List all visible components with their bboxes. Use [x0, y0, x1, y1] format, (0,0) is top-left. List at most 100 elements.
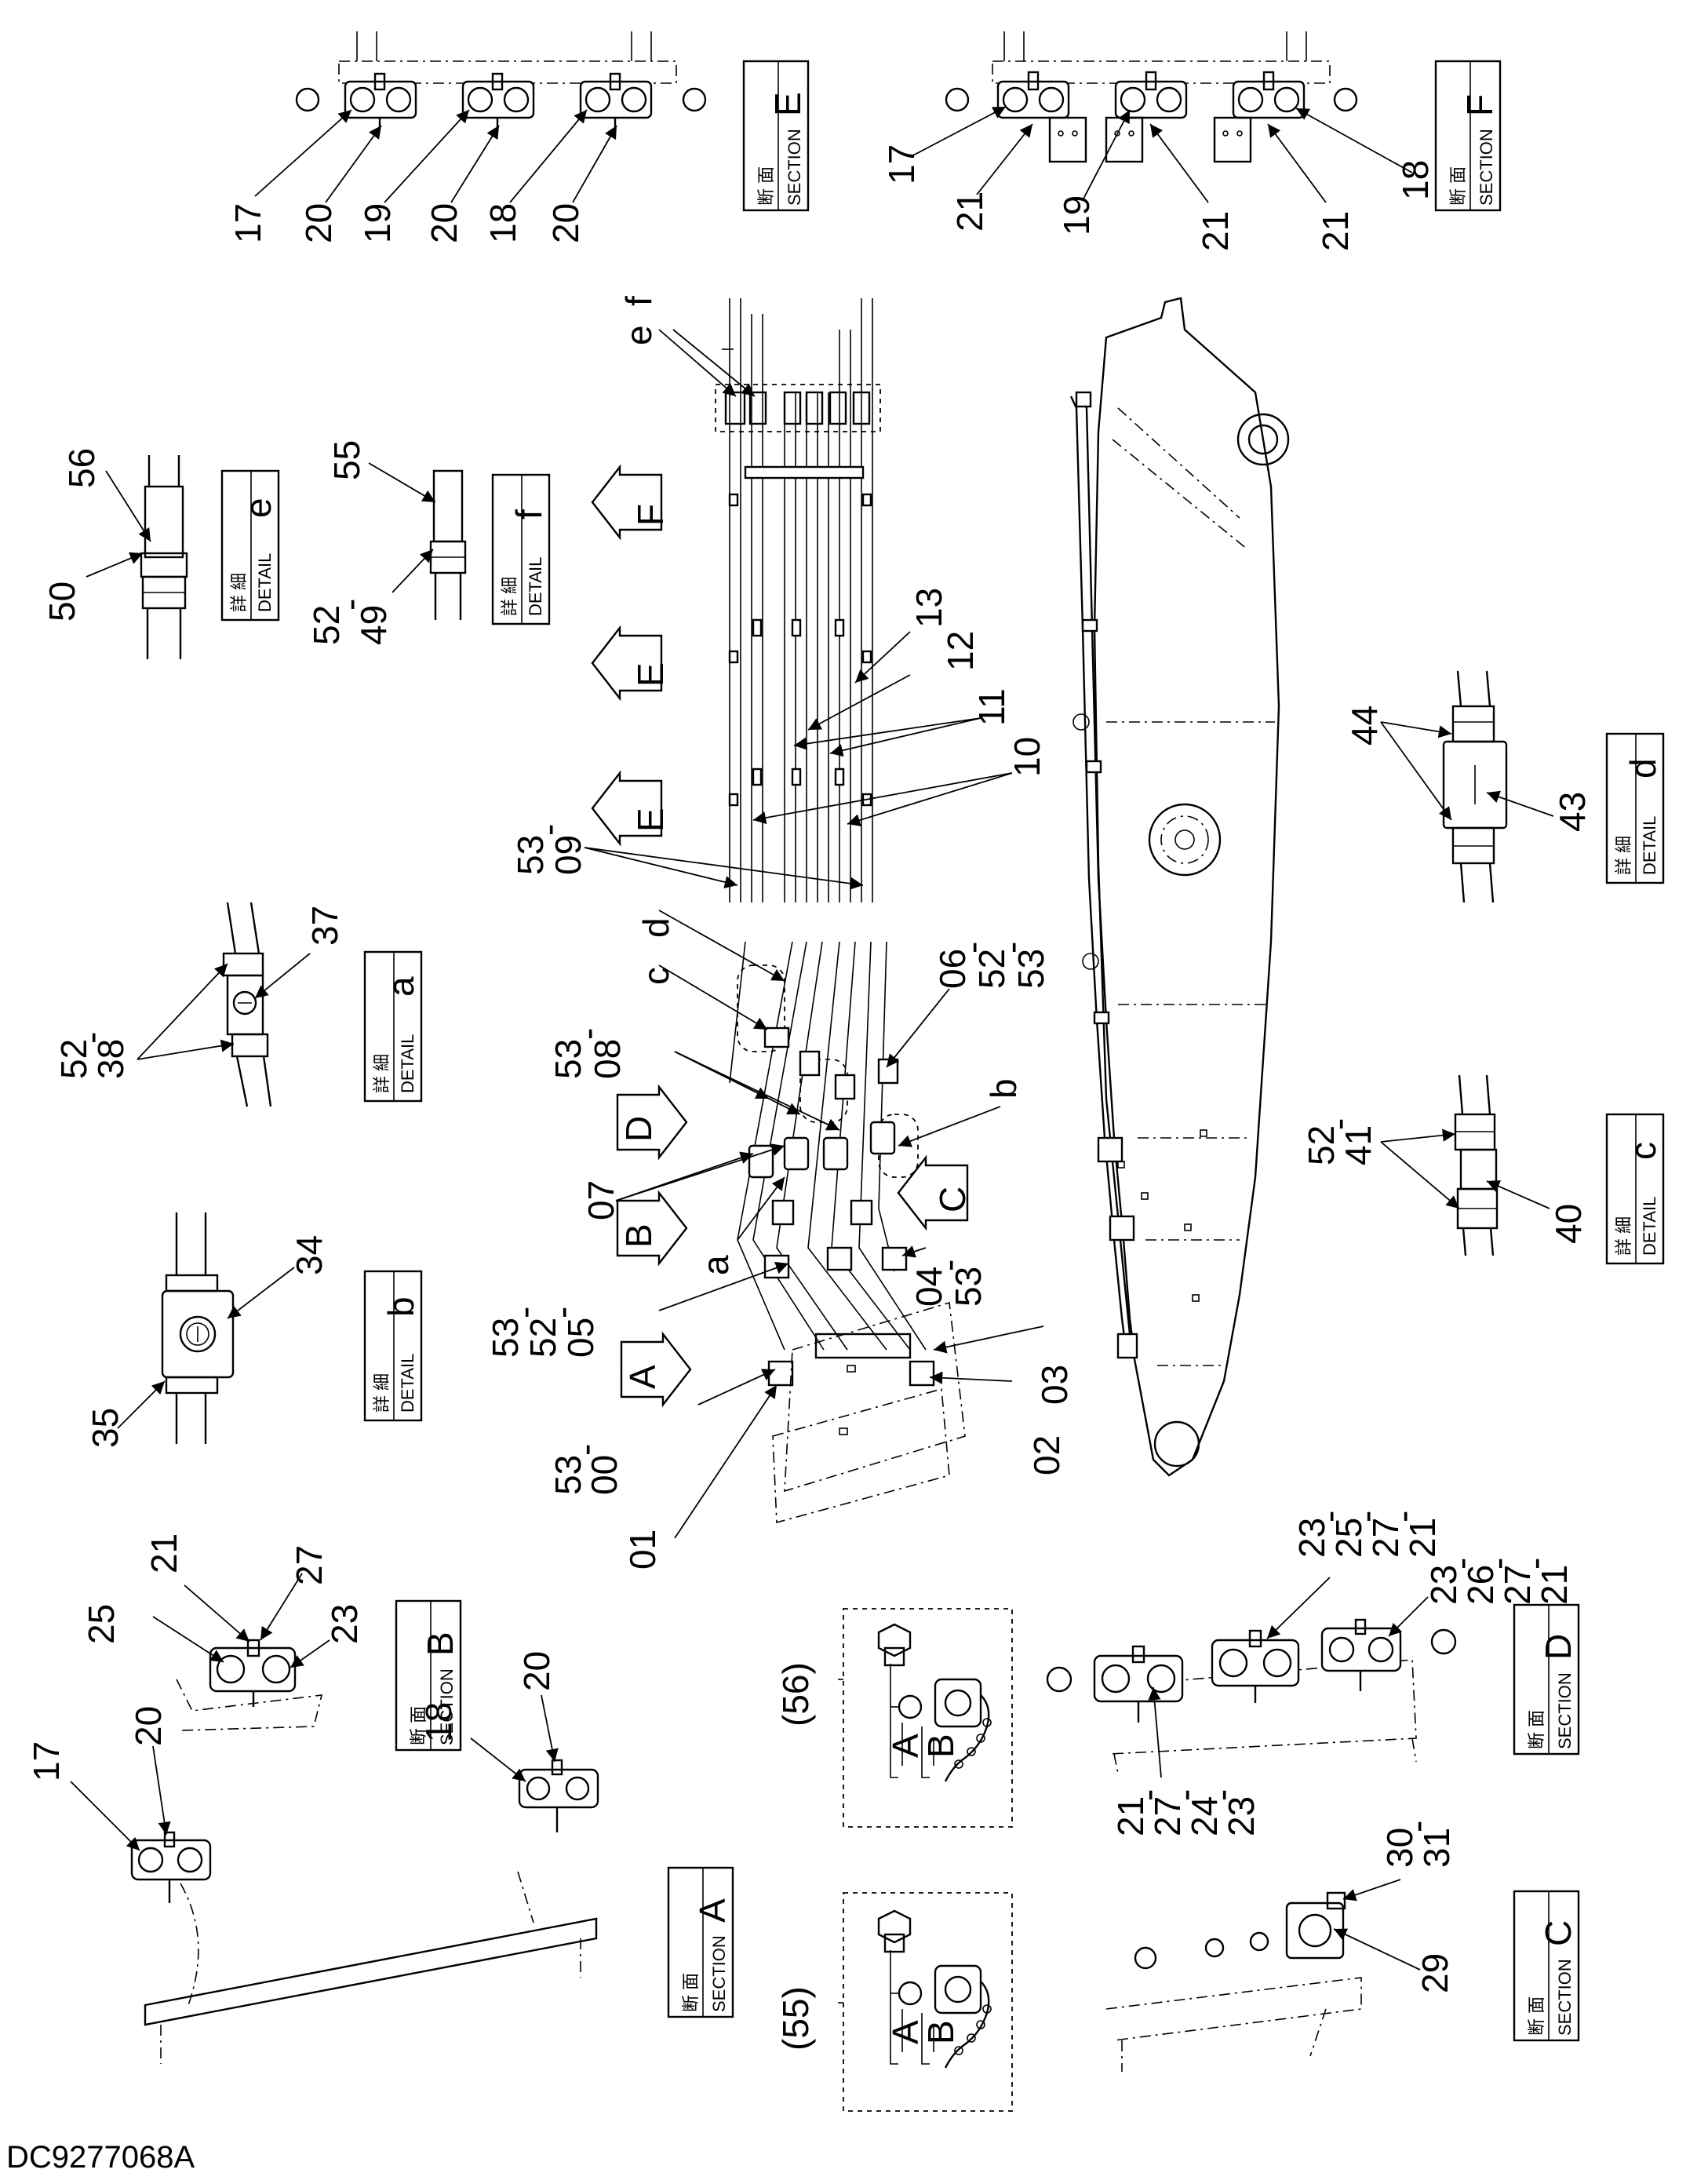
callout-main-03: 03 [1034, 1365, 1075, 1405]
section-f-jp: 断 面 [1448, 166, 1468, 206]
callout-d-group3-d3: - [1201, 1789, 1242, 1801]
callout-b-21: 21 [144, 1533, 184, 1573]
section-c-view: 30 - 31 29 C 断 面 SECTION [1105, 1821, 1580, 2072]
section-f-letter: F [1459, 94, 1500, 116]
callout-main-53-00-d: - [565, 1444, 606, 1456]
section-b-jp: 断 面 [409, 1706, 428, 1745]
detail-a-letter: a [381, 976, 421, 997]
callout-d-group2: 23 [1423, 1565, 1464, 1605]
svg-text:D: D [618, 1116, 659, 1142]
detail-b-view: 34 35 b 詳 細 DETAIL [85, 1212, 423, 1448]
section-f-en: SECTION [1477, 129, 1496, 206]
callout-main-13: 13 [909, 588, 949, 628]
kit-56-a: A [885, 1734, 926, 1758]
callout-main-04-a: 04 [909, 1267, 949, 1307]
callout-main-53-05-d: - [504, 1307, 544, 1318]
svg-text:F: F [630, 504, 671, 526]
section-c-en: SECTION [1555, 1959, 1575, 2036]
callout-main-f: f [618, 296, 659, 306]
detail-f-letter: f [508, 509, 549, 520]
section-d-letter: D [1538, 1634, 1579, 1660]
section-c-jp: 断 面 [1527, 1996, 1546, 2036]
flow-arrow-a: A [620, 1331, 692, 1408]
callout-d-44: 44 [1344, 706, 1385, 746]
detail-d-view: 44 43 d 詳 細 DETAIL [1344, 670, 1665, 903]
callout-main-53-05-a: 53 [485, 1318, 526, 1358]
callout-e-19: 19 [357, 203, 398, 243]
callout-f-19: 19 [1056, 195, 1097, 235]
detail-a-jp: 詳 細 [372, 1054, 391, 1093]
callout-main-06-d: - [952, 942, 992, 953]
callout-main-04-b: 53 [948, 1267, 989, 1307]
callout-b-23: 23 [324, 1604, 365, 1644]
flow-arrow-e-lower: E [591, 770, 671, 847]
callout-c-52: 52 [1301, 1125, 1342, 1165]
callout-f-21c: 21 [1315, 211, 1356, 251]
callout-d-group1: 23 [1291, 1518, 1332, 1558]
section-e-view: 17 20 19 20 18 20 E 断 面 SECTION [228, 31, 810, 243]
main-hose-layout: e f 13 12 11 10 53 - 09 F E E [485, 296, 1075, 1570]
callout-d-group1-d1: - [1309, 1511, 1349, 1522]
callout-main-53-05-c: 05 [560, 1318, 601, 1358]
callout-c-dash: - [1318, 1118, 1359, 1130]
detail-a-view: 37 52 - 38 a 詳 細 DETAIL [53, 902, 423, 1107]
callout-d-43: 43 [1552, 792, 1593, 832]
svg-text:E: E [630, 662, 671, 687]
callout-e-20a: 20 [298, 203, 339, 243]
callout-d-group2-d1: - [1440, 1558, 1481, 1570]
callout-a-17: 17 [26, 1741, 67, 1781]
detail-c-view: 52 - 41 40 c 詳 細 DETAIL [1301, 1074, 1665, 1265]
detail-b-jp: 詳 細 [372, 1373, 391, 1413]
detail-e-letter: e [238, 498, 279, 518]
callout-d-group2-c: 27 [1497, 1565, 1538, 1605]
callout-d-group3: 21 [1110, 1796, 1151, 1836]
callout-main-53-09-dash: - [528, 824, 569, 836]
section-e-jp: 断 面 [756, 166, 776, 206]
callout-e-50: 50 [42, 582, 82, 622]
callout-main-53-05-d2: - [541, 1307, 582, 1318]
callout-d-group3-b: 27 [1147, 1796, 1188, 1836]
callout-d-group3-d1: - [1127, 1789, 1168, 1801]
section-b-letter: B [420, 1632, 461, 1656]
callout-main-c: c [635, 967, 676, 985]
callout-main-07: 07 [581, 1180, 621, 1220]
detail-d-jp: 詳 細 [1614, 836, 1633, 875]
callout-main-a: a [695, 1255, 736, 1275]
callout-b-35: 35 [85, 1408, 126, 1448]
callout-a-20a: 20 [128, 1706, 169, 1746]
kit-55-b: B [920, 2020, 961, 2044]
callout-main-06-b: 52 [971, 949, 1012, 989]
detail-c-letter: c [1622, 1142, 1663, 1160]
callout-f-55: 55 [326, 440, 367, 480]
callout-f-52: 52 [306, 605, 347, 645]
callout-e-20c: 20 [545, 203, 586, 243]
callout-b-27: 27 [289, 1545, 330, 1585]
callout-d-group1-d3: - [1382, 1511, 1423, 1522]
kit-56-title: (56) [775, 1662, 816, 1726]
section-f-view: 17 21 19 21 21 18 F 断 面 SECTION [881, 31, 1502, 251]
section-b-view: 21 27 25 23 B 断 面 SECTION [81, 1533, 462, 1752]
callout-f-21a: 21 [949, 191, 990, 232]
detail-c-en: DETAIL [1640, 1197, 1659, 1256]
callout-e-20b: 20 [424, 203, 464, 243]
callout-main-06-a: 06 [932, 949, 973, 989]
flow-arrow-d: D [616, 1084, 688, 1161]
callout-e-18: 18 [483, 203, 523, 243]
callout-d-group3-e: 23 [1221, 1796, 1262, 1836]
kit-56-b: B [920, 1734, 961, 1758]
kit-55: (55) A B [775, 1892, 1013, 2112]
section-d-view: 23 - 25 - 27 - 21 23 - 26 - 27 - 21 21 -… [1046, 1511, 1580, 1836]
detail-d-letter: d [1622, 758, 1663, 778]
callout-d-group2-b: 26 [1460, 1565, 1501, 1605]
section-a-en: SECTION [709, 1935, 729, 2012]
section-d-en: SECTION [1555, 1672, 1575, 1749]
detail-d-en: DETAIL [1640, 816, 1659, 875]
section-c-letter: C [1538, 1920, 1579, 1946]
callout-f-dash: - [330, 599, 370, 611]
callout-b-34: 34 [289, 1235, 330, 1275]
section-a-view: 17 20 18 20 A 断 面 SECTION [26, 1651, 734, 2064]
detail-e-view: 56 50 e 詳 細 DETAIL [42, 448, 280, 659]
detail-f-view: 55 52 - 49 f 詳 細 DETAIL [306, 440, 551, 645]
callout-d-group1-b: 25 [1328, 1518, 1369, 1558]
callout-d-group2-d2: - [1477, 1558, 1518, 1570]
